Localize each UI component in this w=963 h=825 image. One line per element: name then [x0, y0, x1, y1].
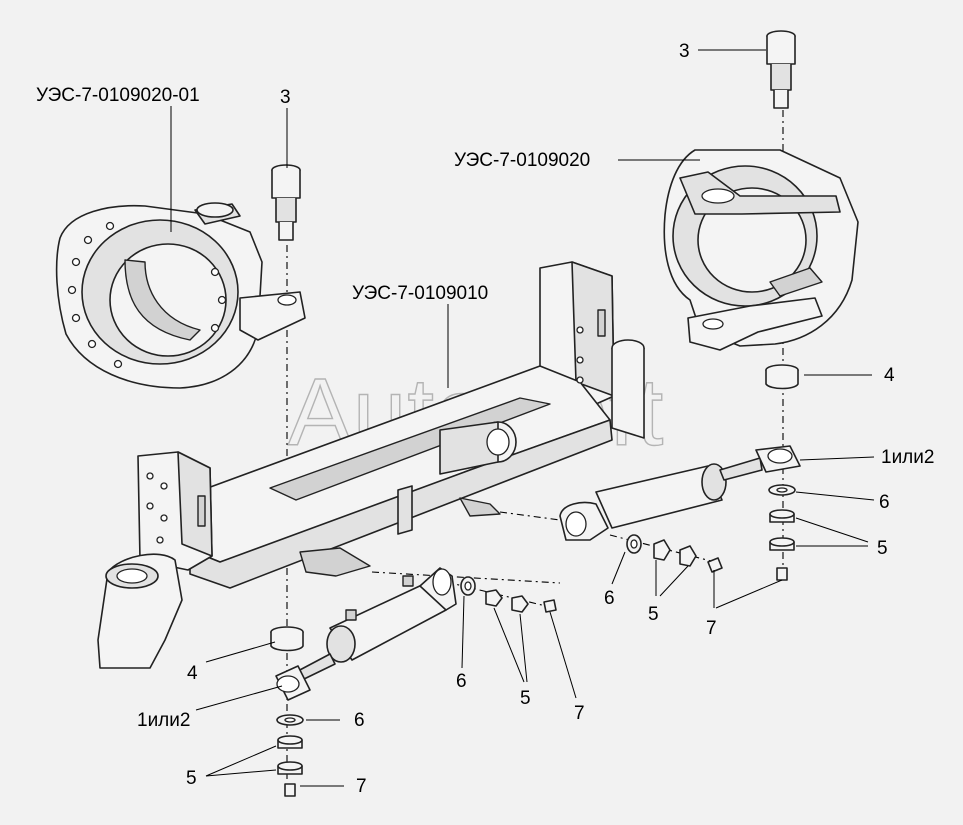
- label-pin-right: 3: [679, 41, 690, 62]
- label-nuts-rc: 5: [648, 604, 659, 625]
- label-nuts-right: 5: [877, 538, 888, 559]
- bolt-holes-beam: [146, 326, 584, 544]
- label-washer-rc: 6: [604, 588, 615, 609]
- hydraulic-cylinder-right: [559, 445, 801, 541]
- label-bushing-left: 4: [187, 663, 198, 684]
- label-knuckle-left: УЭС-7-0109020-01: [36, 85, 200, 106]
- bolt-holes-left: [67, 221, 227, 369]
- label-knuckle-right: УЭС-7-0109020: [454, 150, 590, 171]
- label-washer-bl: 6: [354, 710, 365, 731]
- label-fitting-bl: 7: [356, 776, 367, 797]
- bushing-right: [765, 364, 799, 390]
- label-fitting-rc: 7: [706, 618, 717, 639]
- hydraulic-cylinder-left: [275, 567, 457, 701]
- label-cyl-left-end: 1или2: [137, 710, 190, 731]
- hardware-right: [768, 484, 796, 581]
- hardware-bottom-left: [276, 714, 304, 797]
- steering-knuckle-right: [663, 149, 859, 351]
- axle-beam: [97, 261, 645, 669]
- label-cyl-right-end: 1или2: [881, 447, 934, 468]
- hardware-left-cylinder: [460, 576, 557, 613]
- king-pin-left: [271, 164, 301, 241]
- steering-knuckle-left: [55, 202, 306, 389]
- bushing-left: [270, 626, 304, 652]
- label-axle-beam: УЭС-7-0109010: [352, 283, 488, 304]
- label-fitting-lc: 7: [574, 703, 585, 724]
- hardware-right-cylinder: [626, 534, 723, 573]
- leader-lines: [170, 49, 875, 787]
- label-washer-right: 6: [879, 492, 890, 513]
- label-nuts-bl: 5: [186, 768, 197, 789]
- king-pin-right: [766, 30, 796, 109]
- label-bushing-right: 4: [884, 365, 895, 386]
- callout-labels: УЭС-7-0109020-01 3 3 УЭС-7-0109020 УЭС-7…: [36, 41, 934, 797]
- label-washer-lc: 6: [456, 671, 467, 692]
- label-nuts-lc: 5: [520, 688, 531, 709]
- label-pin-left: 3: [280, 87, 291, 108]
